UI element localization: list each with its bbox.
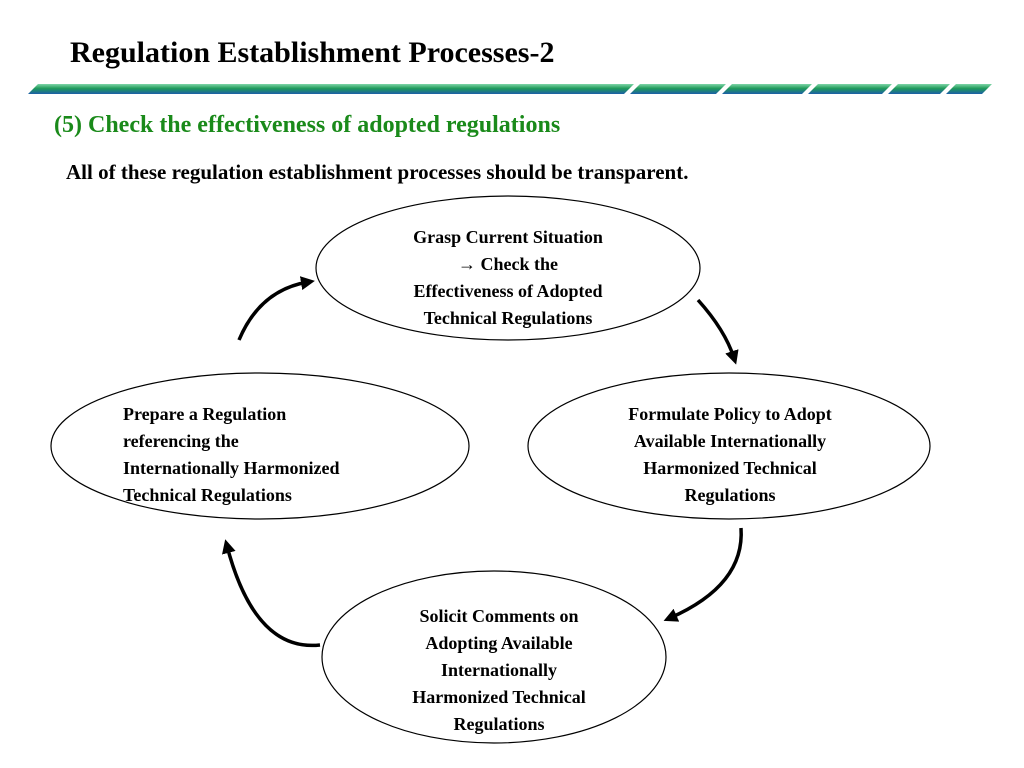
node-prepare-line: referencing the: [123, 431, 239, 451]
node-prepare-line: Internationally Harmonized: [123, 458, 340, 478]
node-solicit-line: Solicit Comments on: [419, 606, 579, 626]
node-prepare-label: Prepare a Regulation referencing the Int…: [123, 401, 423, 509]
node-solicit-label: Solicit Comments on Adopting Available I…: [349, 603, 649, 738]
node-formulate-line: Harmonized Technical: [643, 458, 817, 478]
divider-segment: [630, 84, 726, 94]
node-prepare-line: Technical Regulations: [123, 485, 292, 505]
node-formulate-line: Available Internationally: [633, 431, 827, 451]
node-prepare-line: Prepare a Regulation: [123, 404, 287, 424]
node-solicit-line: Harmonized Technical: [412, 687, 586, 707]
node-grasp-line: Grasp Current Situation: [413, 227, 603, 247]
node-formulate-label: Formulate Policy to Adopt Available Inte…: [570, 401, 890, 509]
edge-grasp-to-formulate: [696, 298, 739, 365]
node-grasp-line: → Check the: [458, 254, 558, 274]
node-solicit-shape: [321, 570, 667, 744]
node-formulate-shape: [527, 372, 931, 520]
transparency-statement: All of these regulation establishment pr…: [66, 160, 689, 184]
divider-segment: [28, 84, 634, 94]
node-prepare-shape: [50, 372, 470, 520]
node-grasp-shape: [315, 195, 701, 341]
divider-segment: [808, 84, 892, 94]
node-grasp-label: Grasp Current Situation → Check the Effe…: [348, 224, 668, 332]
node-solicit-line: Regulations: [453, 714, 545, 734]
edge-solicit-to-prepare: [222, 539, 321, 648]
edge-formulate-to-solicit: [663, 527, 743, 622]
slide-title: Regulation Establishment Processes-2: [70, 36, 555, 69]
node-solicit-line: Adopting Available: [425, 633, 573, 653]
node-solicit-line: Internationally: [440, 660, 557, 680]
divider-segment: [722, 84, 812, 94]
node-formulate-line: Regulations: [684, 485, 776, 505]
node-grasp-line: Effectiveness of Adopted: [413, 281, 603, 301]
divider-segment: [946, 84, 992, 94]
divider-segment: [888, 84, 950, 94]
node-grasp-line: Technical Regulations: [423, 308, 593, 328]
edge-prepare-to-grasp: [237, 276, 315, 341]
section-subtitle: (5) Check the effectiveness of adopted r…: [54, 112, 561, 138]
node-formulate-line: Formulate Policy to Adopt: [628, 404, 832, 424]
decorative-divider: [28, 84, 992, 94]
